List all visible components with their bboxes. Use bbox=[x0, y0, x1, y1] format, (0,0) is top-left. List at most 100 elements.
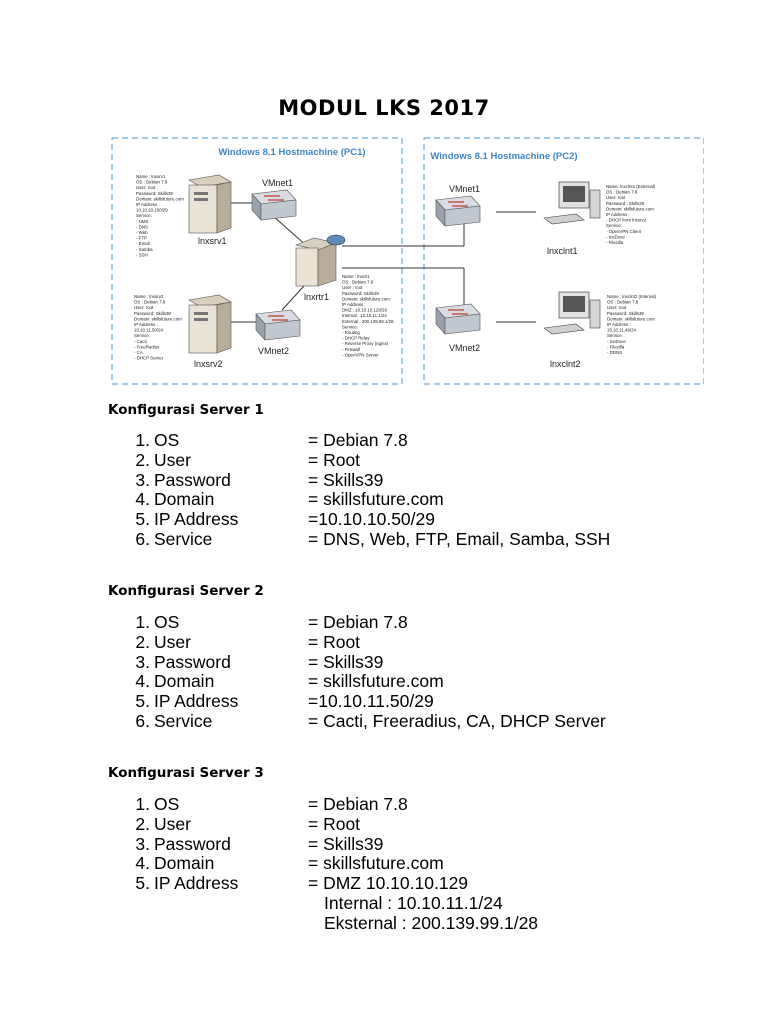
info-line: IP Address : bbox=[136, 202, 160, 207]
info-line: Name : lnxrtr1 bbox=[342, 274, 370, 279]
item-number: 1. bbox=[135, 794, 150, 814]
info-line: OS : Debian 7.8 bbox=[606, 190, 638, 195]
pc2-label: Windows 8.1 Hostmachine (PC2) bbox=[430, 151, 577, 162]
info-line: - DDNS bbox=[607, 350, 622, 355]
vmnet2-right-label: VMnet2 bbox=[449, 343, 480, 353]
item-number: 5. bbox=[135, 509, 150, 530]
info-line: User: root bbox=[606, 195, 626, 200]
config-item: 6.Service= Cacti, Freeradius, CA, DHCP S… bbox=[108, 710, 708, 732]
info-line: Service: bbox=[607, 333, 623, 338]
item-value: = DNS, Web, FTP, Email, Samba, SSH bbox=[308, 528, 611, 549]
config-item: 1.OS= Debian 7.8 bbox=[108, 430, 708, 451]
info-line: Name : lnxclnt2 (Internal) bbox=[607, 294, 657, 299]
info-line: Service: bbox=[342, 324, 358, 329]
router-name: lnxrtr1 bbox=[304, 292, 329, 302]
info-line: - NMS bbox=[136, 219, 149, 224]
info-line: - OpenVPN Client bbox=[606, 229, 642, 234]
item-value: = Root bbox=[308, 813, 361, 834]
item-key: IP Address bbox=[154, 509, 239, 530]
pc1-host-box bbox=[111, 137, 403, 385]
info-line: - OpenVPN Server bbox=[342, 352, 379, 357]
info-line: Internal : 10.10.11.1/24 bbox=[342, 313, 387, 318]
item-number: 1. bbox=[135, 430, 150, 450]
info-line: IP Address : bbox=[607, 322, 631, 327]
item-value: Eksternal : 200.139.99.1/28 bbox=[324, 912, 539, 933]
item-value: = DMZ 10.10.10.129 bbox=[308, 873, 469, 894]
item-key: Password bbox=[154, 833, 231, 854]
config-item: 1.OS= Debian 7.8 bbox=[108, 612, 708, 633]
item-key: Password bbox=[154, 651, 231, 672]
info-line: - Web bbox=[136, 230, 148, 235]
server2-icon bbox=[188, 294, 232, 354]
info-line: OS : Debian 7.8 bbox=[134, 300, 166, 305]
info-line: External : 200.139.99.1/28 bbox=[342, 319, 394, 324]
item-key: Domain bbox=[154, 853, 215, 874]
info-line: Password : Skills39 bbox=[606, 201, 645, 206]
info-line: Domain: skillsfuture.com bbox=[606, 206, 654, 211]
item-value: Internal : 10.10.11.1/24 bbox=[324, 892, 503, 913]
info-line: - FreeRadius bbox=[134, 344, 160, 349]
info-line: OS : Debian 7.8 bbox=[136, 180, 168, 185]
item-number: 5. bbox=[135, 873, 150, 894]
info-line: - Samba bbox=[136, 247, 153, 252]
info-line: DMZ : 10.10.10.129/29 bbox=[342, 308, 387, 313]
config-item: 4.Domain= skillsfuture.com bbox=[108, 854, 708, 874]
item-value: = Skills39 bbox=[308, 469, 384, 490]
info-line: - IceDove bbox=[607, 339, 626, 344]
client1-info-block: Name: lnxclnt1 (External)OS : Debian 7.8… bbox=[606, 184, 656, 245]
item-value: = Debian 7.8 bbox=[308, 612, 408, 632]
info-line: - FTP bbox=[136, 236, 147, 241]
item-key: OS bbox=[154, 794, 180, 814]
info-line: Domain: skillsfuture.com bbox=[607, 316, 655, 321]
info-line: Password: Skills39 bbox=[607, 311, 644, 316]
info-line: OS : Debian 7.8 bbox=[342, 280, 374, 285]
config-item: 4.Domain= skillsfuture.com bbox=[108, 672, 708, 692]
info-line: Service: bbox=[136, 213, 152, 218]
info-line: 10.10.11.49/24 bbox=[607, 328, 637, 333]
item-key: User bbox=[154, 449, 191, 470]
info-line: User: root bbox=[136, 185, 156, 190]
info-line: User: root bbox=[607, 305, 627, 310]
item-key: OS bbox=[154, 612, 180, 632]
item-key: User bbox=[154, 631, 191, 652]
info-line: OS : Debian 7.8 bbox=[607, 300, 639, 305]
server2-name: lnxsrv2 bbox=[194, 359, 223, 369]
item-value: = Debian 7.8 bbox=[308, 794, 408, 814]
config-item: 2.User= Root bbox=[108, 631, 708, 653]
item-value: = Debian 7.8 bbox=[308, 430, 408, 450]
item-number: 4. bbox=[135, 671, 150, 692]
info-line: Domain: skillsfuture.com bbox=[136, 196, 184, 201]
item-value: =10.10.11.50/29 bbox=[308, 691, 434, 712]
switch-vmnet2-right-icon bbox=[435, 303, 481, 335]
item-value: =10.10.10.50/29 bbox=[308, 509, 435, 530]
client1-name: lnxclnt1 bbox=[547, 246, 578, 256]
item-key: User bbox=[154, 813, 191, 834]
info-line: User : root bbox=[342, 285, 363, 290]
item-value: = Skills39 bbox=[308, 833, 384, 854]
item-number: 4. bbox=[135, 853, 150, 874]
item-key: Domain bbox=[154, 671, 215, 692]
client2-info-block: Name : lnxclnt2 (Internal)OS : Debian 7.… bbox=[607, 294, 657, 355]
item-key: Service bbox=[154, 710, 213, 731]
info-line: User: root bbox=[134, 305, 154, 310]
client2-name: lnxclnt2 bbox=[550, 359, 581, 369]
config-item: 3.Password= Skills39 bbox=[108, 651, 708, 673]
info-line: - DHCP Server bbox=[134, 356, 164, 361]
item-number: 5. bbox=[135, 691, 150, 712]
client1-icon bbox=[543, 181, 601, 225]
item-key: Domain bbox=[154, 489, 215, 510]
config-item: Eksternal : 200.139.99.1/28 bbox=[108, 912, 708, 934]
section3-heading: Konfigurasi Server 3 bbox=[108, 765, 264, 781]
info-line: - Email bbox=[136, 241, 150, 246]
client2-icon bbox=[543, 291, 601, 335]
item-number: 6. bbox=[135, 710, 150, 731]
router-icon bbox=[294, 234, 346, 287]
config-item: 4.Domain= skillsfuture.com bbox=[108, 490, 708, 510]
info-line: - Cacti bbox=[134, 339, 147, 344]
vmnet2-left-label: VMnet2 bbox=[258, 346, 289, 356]
info-line: - SSH bbox=[136, 252, 148, 257]
